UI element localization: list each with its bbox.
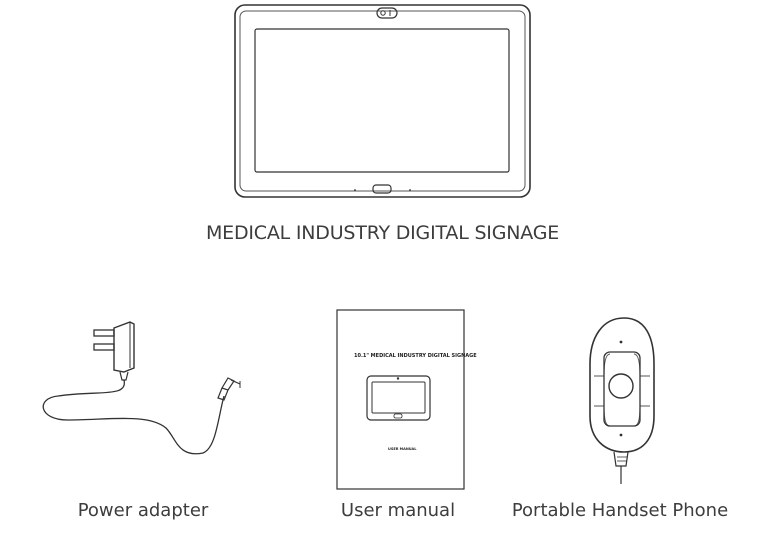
power-adapter-icon [42, 321, 241, 455]
manual-cover-subtitle: USER MANUAL [388, 447, 417, 451]
home-button-icon [372, 184, 392, 194]
handset-phone-label: Portable Handset Phone [511, 500, 729, 521]
handset-button-icon [608, 373, 634, 399]
manual-cover-title: 10.1" MEDICAL INDUSTRY DIGITAL SIGNAGE [354, 353, 477, 359]
user-manual-label: User manual [340, 500, 456, 521]
handset-phone-icon [589, 317, 655, 484]
digital-signage-device [234, 4, 531, 198]
device-screen [254, 28, 510, 173]
main-product-caption: MEDICAL INDUSTRY DIGITAL SIGNAGE [205, 222, 560, 244]
user-manual-icon: 10.1" MEDICAL INDUSTRY DIGITAL SIGNAGE U… [336, 309, 477, 490]
camera-icon [376, 7, 398, 19]
power-adapter-label: Power adapter [77, 500, 209, 521]
